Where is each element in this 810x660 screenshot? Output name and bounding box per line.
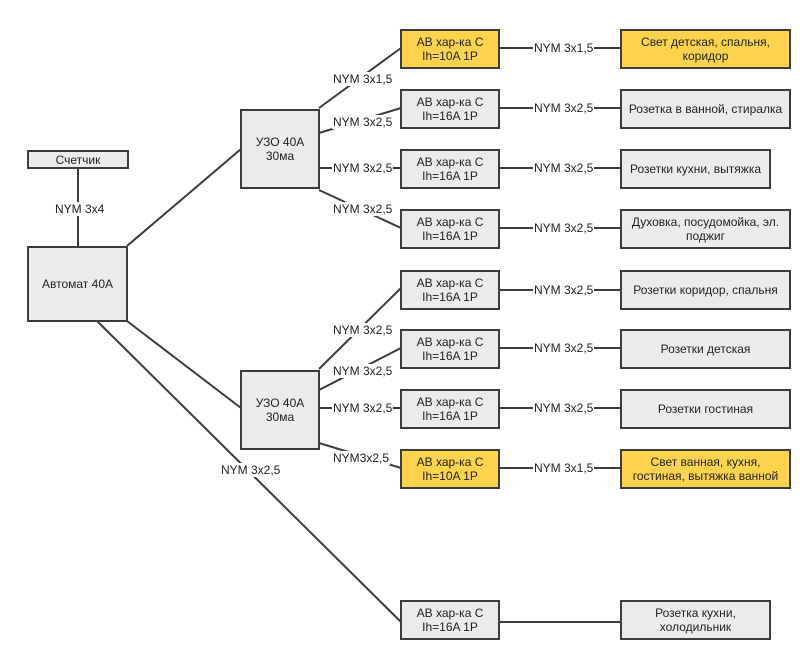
cable-label-rcd-bot-b5: NYM 3x2,5 [332,323,394,337]
wire-main-rcd-bottom [126,320,242,409]
cable-label-b6-l6: NYM 3x2,5 [533,341,595,355]
load-6-box: Розетки детская [620,329,791,369]
load-9-box: Розетка кухни, холодильник [620,600,771,640]
load-2-box: Розетка в ванной, стиралка [620,89,791,129]
breaker-6-box: АВ хар-ка С Ih=16A 1P [400,329,500,369]
breaker-9-box: АВ хар-ка С Ih=16A 1P [400,600,500,640]
cable-label-rcd-top-b1: NYM 3x1,5 [332,72,394,86]
cable-label-rcd-bot-b6: NYM 3x2,5 [332,364,394,378]
breaker-1-box: АВ хар-ка С Ih=10A 1P [400,29,500,69]
load-8-box: Свет ванная, кухня, гостиная, вытяжка ва… [620,449,791,489]
rcd-bottom-box: УЗО 40А 30ма [240,370,320,450]
rcd-top-box: УЗО 40А 30ма [240,109,320,189]
load-5-box: Розетки коридор, спальня [620,270,791,310]
breaker-5-box: АВ хар-ка С Ih=16A 1P [400,270,500,310]
meter-box: Счетчик [27,150,129,169]
cable-label-b5-l5: NYM 3x2,5 [533,283,595,297]
breaker-3-box: АВ хар-ка С Ih=16A 1P [400,149,500,189]
cable-label-main-b9: NYM 3x2,5 [220,463,282,477]
cable-label-b1-l1: NYM 3x1,5 [533,41,595,55]
cable-label-rcd-top-b3: NYM 3x2,5 [332,161,394,175]
breaker-7-box: АВ хар-ка С Ih=16A 1P [400,389,500,429]
wire-main-rcd-top [126,148,242,247]
cable-label-b3-l3: NYM 3x2,5 [533,161,595,175]
load-7-box: Розетки гостиная [620,389,791,429]
breaker-4-box: АВ хар-ка С Ih=16A 1P [400,209,500,249]
cable-label-rcd-top-b2: NYM 3x2,5 [332,115,394,129]
load-3-box: Розетки кухни, вытяжка [620,149,771,189]
breaker-8-box: АВ хар-ка С Ih=10A 1P [400,449,500,489]
breaker-2-box: АВ хар-ка С Ih=16A 1P [400,89,500,129]
cable-label-b2-l2: NYM 3x2,5 [533,101,595,115]
cable-label-meter-main: NYM 3x4 [54,202,106,216]
load-1-box: Свет детская, спальня, коридор [620,29,791,69]
cable-label-b8-l8: NYM 3x1,5 [533,461,595,475]
main-breaker-box: Автомат 40А [27,246,128,322]
cable-label-rcd-top-b4: NYM 3x2,5 [332,202,394,216]
cable-label-rcd-bot-b7: NYM 3x2,5 [332,401,394,415]
cable-label-b4-l4: NYM 3x2,5 [533,221,595,235]
cable-label-rcd-bot-b8: NYM3x2,5 [332,451,391,465]
cable-label-b7-l7: NYM 3x2,5 [533,401,595,415]
load-4-box: Духовка, посудомойка, эл. поджиг [620,209,791,249]
